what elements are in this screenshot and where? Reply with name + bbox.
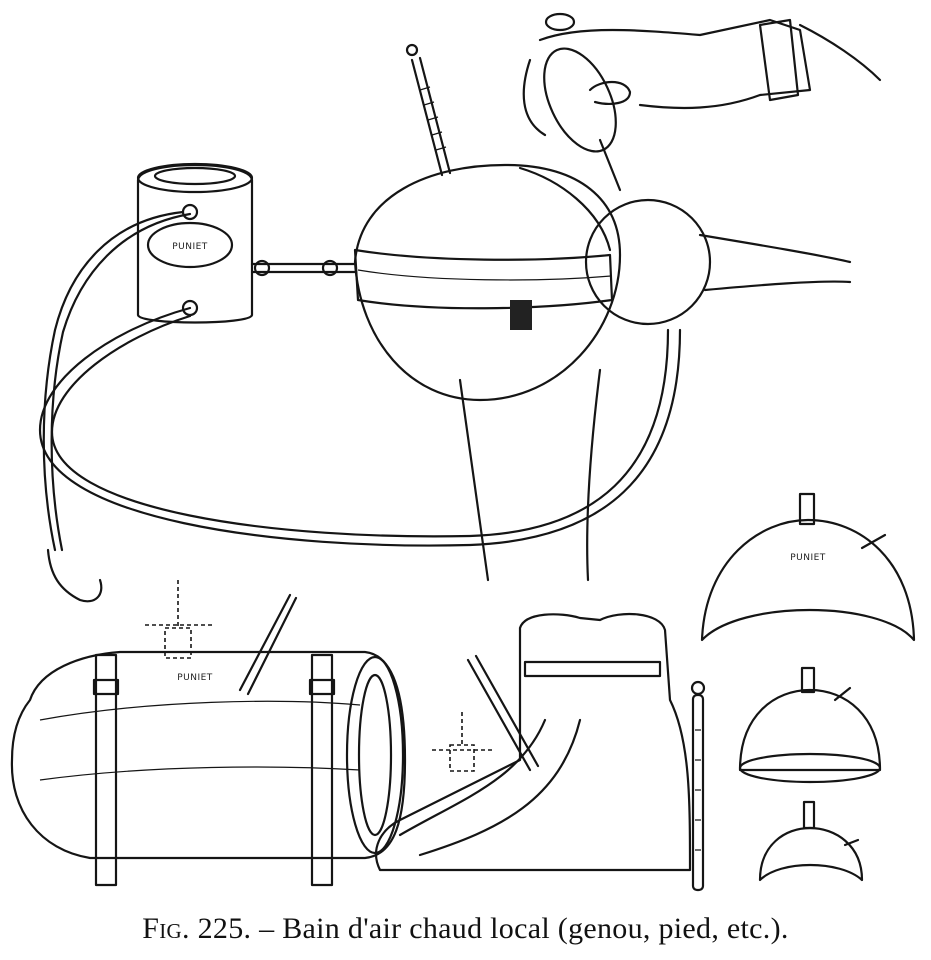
cup-small: [758, 800, 864, 882]
cup-medium: [738, 666, 882, 784]
perforated-sphere: [584, 198, 712, 326]
cup-large: PUNIET: [700, 492, 916, 642]
leg-outline: [458, 233, 852, 582]
cup-maker-mark: PUNIET: [790, 553, 826, 563]
connector-rod: [250, 259, 357, 277]
foot-boot-bath: [375, 612, 692, 872]
leg-cylinder-bath: PUNIET: [10, 580, 407, 887]
hand-with-bulb: [522, 12, 882, 192]
engraving-illustration: PUNIET PUNIET: [10, 12, 916, 892]
cylinder-maker-mark: PUNIET: [177, 673, 213, 683]
figure-number: Fig. 225.: [142, 912, 252, 945]
loose-thermometer: [690, 680, 706, 892]
thermometer-top: [405, 43, 452, 177]
figure-caption-text: – Bain d'air chaud local (genou, pied, e…: [259, 912, 789, 945]
knee-air-bath-globe: [353, 163, 622, 402]
canister-maker-mark: PUNIET: [172, 242, 208, 252]
heater-canister: PUNIET: [136, 162, 254, 324]
rubber-tubes: [38, 210, 682, 603]
figure-caption: Fig. 225. – Bain d'air chaud local (geno…: [0, 912, 931, 946]
